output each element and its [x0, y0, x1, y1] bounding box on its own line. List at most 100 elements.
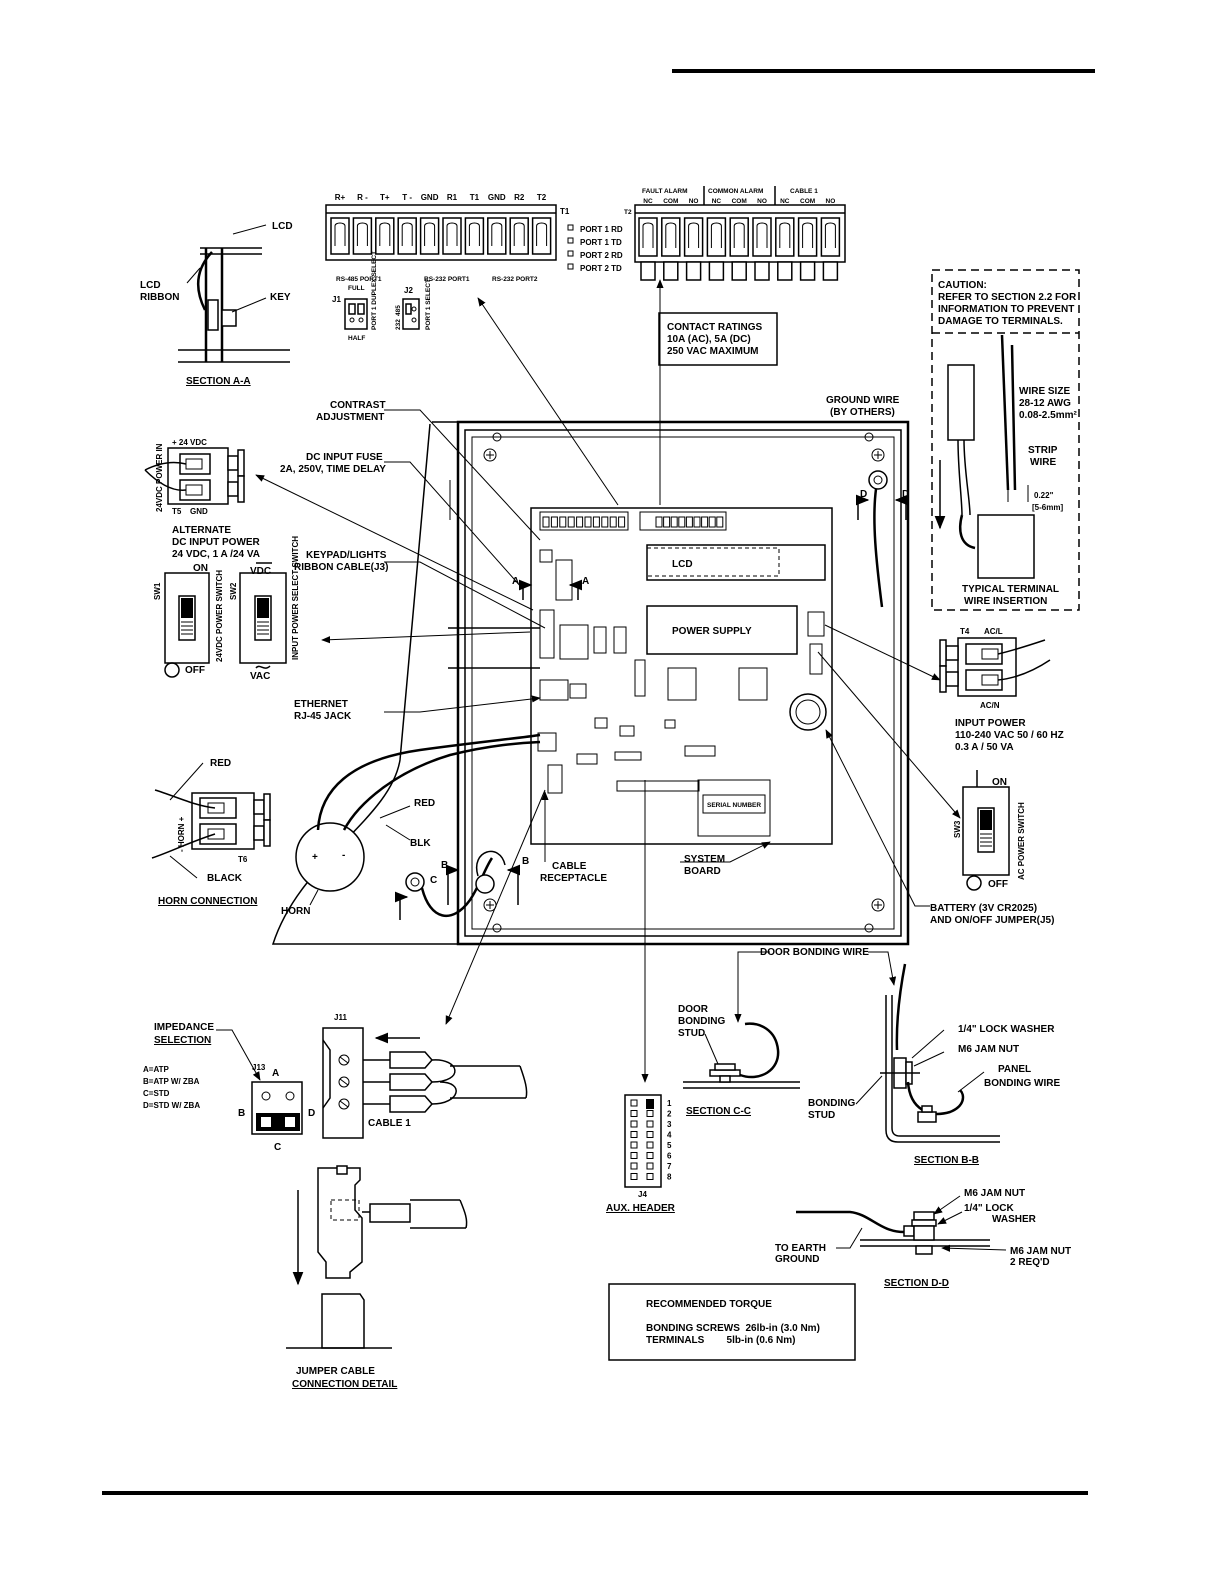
section-aa-title: SECTION A-A [186, 376, 251, 387]
j2-232-label: 232 [395, 319, 402, 330]
board-terminal-pin [542, 516, 550, 528]
board-terminal-pin [609, 516, 617, 528]
keypad-ribbon-line-1: KEYPAD/LIGHTS [306, 550, 387, 561]
t2-terminal-slot [775, 217, 795, 257]
t1-terminal-clamp [468, 222, 480, 246]
j4-pin-number: 2 [667, 1110, 672, 1119]
strip-wire-line-1: STRIP [1028, 445, 1058, 456]
t2-group-cable1: CABLE 1 [790, 188, 818, 195]
j4-pin [630, 1162, 638, 1170]
j4-pin [646, 1162, 654, 1170]
t5-label: T5 [172, 507, 182, 516]
ribbon-cable-band [448, 627, 540, 669]
sw2-function-label: INPUT POWER SELECT SWITCH [291, 536, 300, 660]
rs232-port2-label: RS-232 PORT2 [492, 276, 538, 283]
t2-terminal-header: COM [800, 198, 815, 205]
alt-dc-line-2: DC INPUT POWER [172, 537, 261, 548]
t1-terminal-header: R - [357, 193, 368, 202]
board-terminal-pin [618, 516, 626, 528]
jumper-detail-line-2: CONNECTION DETAIL [292, 1379, 397, 1390]
j4-header [624, 1094, 662, 1188]
t2-group-common: COMMON ALARM [708, 188, 763, 195]
strip-length-2: [5-6mm] [1032, 503, 1063, 512]
t2-terminal-header: NC [780, 198, 790, 205]
j2-jumper [402, 298, 420, 330]
plus-24vdc-label: + 24 VDC [172, 438, 207, 447]
sw3-label: SW3 [953, 820, 962, 838]
t1-terminal-header: GND [488, 193, 506, 202]
board-terminal-pin [550, 516, 558, 528]
j1-half-label: HALF [348, 335, 365, 342]
led-port1-td: PORT 1 TD [580, 238, 622, 247]
section-bb-title: SECTION B-B [914, 1155, 979, 1166]
battery-line-1: BATTERY (3V CR2025) [930, 903, 1037, 914]
board-terminal-pin [663, 516, 671, 528]
caution-line-4: DAMAGE TO TERMINALS. [938, 316, 1063, 327]
t1-terminal-clamp [356, 222, 368, 246]
t1-terminal-header: R1 [447, 193, 458, 202]
a-marker-right: A [582, 576, 589, 587]
bb-m6-jam-nut: M6 JAM NUT [958, 1044, 1019, 1055]
t1-terminal-header: R+ [335, 193, 346, 202]
sw3-off-label: OFF [988, 879, 1008, 890]
t1-terminal-clamp [401, 222, 413, 246]
section-dd-detail [796, 1195, 1007, 1255]
horn-pm-label: - HORN + [177, 816, 186, 852]
system-board-line-1: SYSTEM [684, 854, 725, 865]
port-led-legend [567, 224, 574, 270]
section-cc-title: SECTION C-C [686, 1106, 751, 1117]
lcd-label: LCD [272, 221, 293, 232]
impedance-leader [216, 1029, 261, 1081]
torque-terminals: TERMINALS 5lb-in (0.6 Nm) [646, 1335, 795, 1346]
t1-terminal-clamp [513, 222, 525, 246]
keypad-ribbon-line-2: RIBBON CABLE(J3) [294, 562, 388, 573]
imp-option-d: D=STD W/ ZBA [143, 1101, 200, 1110]
led-port2-rd: PORT 2 RD [580, 251, 623, 260]
dc-fuse-line-2: 2A, 250V, TIME DELAY [280, 464, 386, 475]
t1-terminal-clamp [379, 222, 391, 246]
sw1-switch [164, 572, 210, 678]
callout-arrows [255, 279, 961, 1083]
horn-wire-red-label: RED [414, 798, 435, 809]
imp-option-b: B=ATP W/ ZBA [143, 1077, 200, 1086]
t2-terminal-slot [729, 217, 749, 257]
board-terminal-pin [701, 516, 709, 528]
j4-pin [646, 1131, 654, 1138]
horn-wire-blk-label: BLK [410, 838, 431, 849]
alt-dc-line-3: 24 VDC, 1 A /24 VA [172, 549, 260, 560]
horn-connection-title: HORN CONNECTION [158, 896, 257, 907]
j4-pin [646, 1173, 654, 1180]
contact-ratings-line-1: CONTACT RATINGS [667, 322, 763, 333]
door-stud-line-3: STUD [678, 1028, 705, 1039]
j4-pin [646, 1120, 654, 1128]
sw2-label: SW2 [229, 582, 238, 600]
t2-terminal-slot [661, 217, 681, 257]
contact-ratings-line-3: 250 VAC MAXIMUM [667, 346, 759, 357]
rs232-port1-label: RS-232 PORT1 [424, 276, 470, 283]
t2-terminal-slot [638, 217, 658, 257]
t2-terminal-header: COM [663, 198, 678, 205]
t2-terminal-screw [822, 261, 839, 281]
t2-terminal-screw [685, 261, 702, 281]
j4-pin-number: 8 [667, 1173, 672, 1182]
marker-c: C [430, 875, 437, 886]
t2-terminal-screw [799, 261, 816, 281]
ground-wire-line-2: (BY OTHERS) [830, 407, 895, 418]
torque-title: RECOMMENDED TORQUE [646, 1299, 772, 1310]
ethernet-line-1: ETHERNET [294, 699, 348, 710]
contrast-line-1: CONTRAST [330, 400, 386, 411]
j13-c: C [274, 1142, 281, 1153]
t2-terminal-slot [797, 217, 818, 257]
j13-a: A [272, 1068, 279, 1079]
marker-b-left: B [441, 860, 448, 871]
ground-d-right: D [902, 489, 909, 500]
j2-485-label: 485 [395, 305, 402, 316]
marker-b-right: B [522, 856, 529, 867]
bb-bonding-stud-line-2: STUD [808, 1110, 835, 1121]
door-bonding-wire-label: DOOR BONDING WIRE [760, 947, 869, 958]
t2-terminal-screw [640, 261, 656, 281]
board-terminal-pin [716, 516, 724, 528]
jumper-detail-line-1: JUMPER CABLE [296, 1366, 375, 1377]
t2-terminal-screw [708, 261, 725, 281]
imp-option-a: A=ATP [143, 1065, 170, 1074]
